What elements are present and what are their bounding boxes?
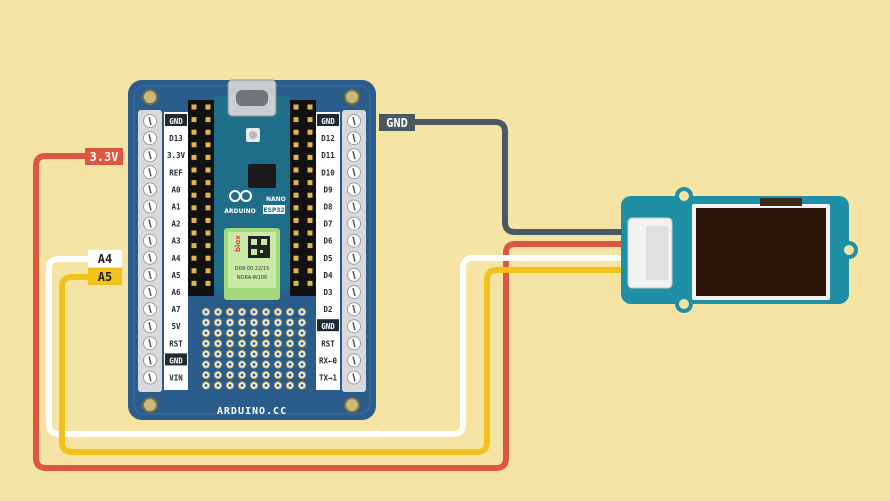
left-pin-label: REF — [169, 168, 183, 177]
left-pin-label: A1 — [171, 203, 181, 212]
left-pin-label: GND — [169, 356, 183, 365]
v33-wire-label: 3.3V — [85, 148, 123, 165]
left-pin-label: GND — [169, 117, 183, 126]
right-pin-label: D3 — [323, 288, 333, 297]
a5-wire — [59, 267, 646, 455]
a4-wire — [46, 255, 646, 437]
left-pin-label: A3 — [171, 237, 181, 246]
right-pin-label: RX←0 — [319, 356, 338, 365]
v33-wire — [33, 153, 646, 471]
gnd-wire-label: GND — [379, 114, 415, 131]
right-pin-label: D2 — [323, 305, 332, 314]
left-pin-label: D13 — [169, 134, 183, 143]
chip-line2-label: NORA-W106 — [237, 275, 267, 281]
svg-text:GND: GND — [386, 116, 408, 130]
left-pin-label: A5 — [171, 271, 180, 280]
svg-text:A4: A4 — [98, 252, 112, 266]
arduino-logo — [229, 190, 252, 202]
right-pin-label: D4 — [323, 271, 333, 280]
model-top-label: NANO — [266, 196, 286, 203]
svg-text:3.3V: 3.3V — [90, 150, 119, 164]
pin-header — [188, 100, 214, 296]
left-pin-label: A0 — [171, 185, 181, 194]
right-pin-label: GND — [321, 117, 335, 126]
left-pin-label: A4 — [171, 254, 181, 263]
mount-holes — [142, 89, 360, 413]
right-pin-label: D9 — [323, 185, 333, 194]
brand-label: ARDUINO — [224, 208, 255, 215]
right-pin-label: D7 — [323, 220, 332, 229]
chip-line1-label: D08-00 22/15 — [235, 266, 269, 272]
right-pin-label: D5 — [323, 254, 332, 263]
a4-wire-label: A4 — [88, 250, 122, 267]
chip-brand-label: blox — [234, 235, 242, 252]
sensor-board — [621, 187, 858, 313]
a5-wire-label: A5 — [88, 268, 122, 285]
display-screen — [696, 208, 826, 296]
left-pin-label: 5V — [171, 322, 181, 331]
left-pin-label: A7 — [171, 305, 180, 314]
left-pin-label: 3.3V — [167, 151, 186, 160]
processor-chip — [248, 164, 276, 188]
left-pin-label: VIN — [169, 374, 183, 383]
left-pin-label: A2 — [171, 220, 180, 229]
model-bottom-label: ESP32 — [263, 207, 284, 214]
nano-esp32-module: ARDUINO NANO ESP32 blox D08-00 22/15 NOR… — [214, 79, 290, 300]
right-pin-label: D12 — [321, 134, 335, 143]
left-pin-label: RST — [169, 339, 183, 348]
right-pin-label: D10 — [321, 168, 335, 177]
board-url-label: ARDUINO.CC — [217, 406, 287, 417]
gnd-wire — [412, 119, 646, 235]
right-pin-label: RST — [321, 339, 335, 348]
right-pin-label: D11 — [321, 151, 335, 160]
left-pin-label: A6 — [171, 288, 181, 297]
right-pin-label: GND — [321, 322, 335, 331]
right-pin-label: TX→1 — [319, 374, 338, 383]
right-pin-label: D8 — [323, 203, 333, 212]
right-pin-label: D6 — [323, 237, 333, 246]
pin-header — [290, 100, 316, 296]
svg-text:A5: A5 — [98, 270, 112, 284]
